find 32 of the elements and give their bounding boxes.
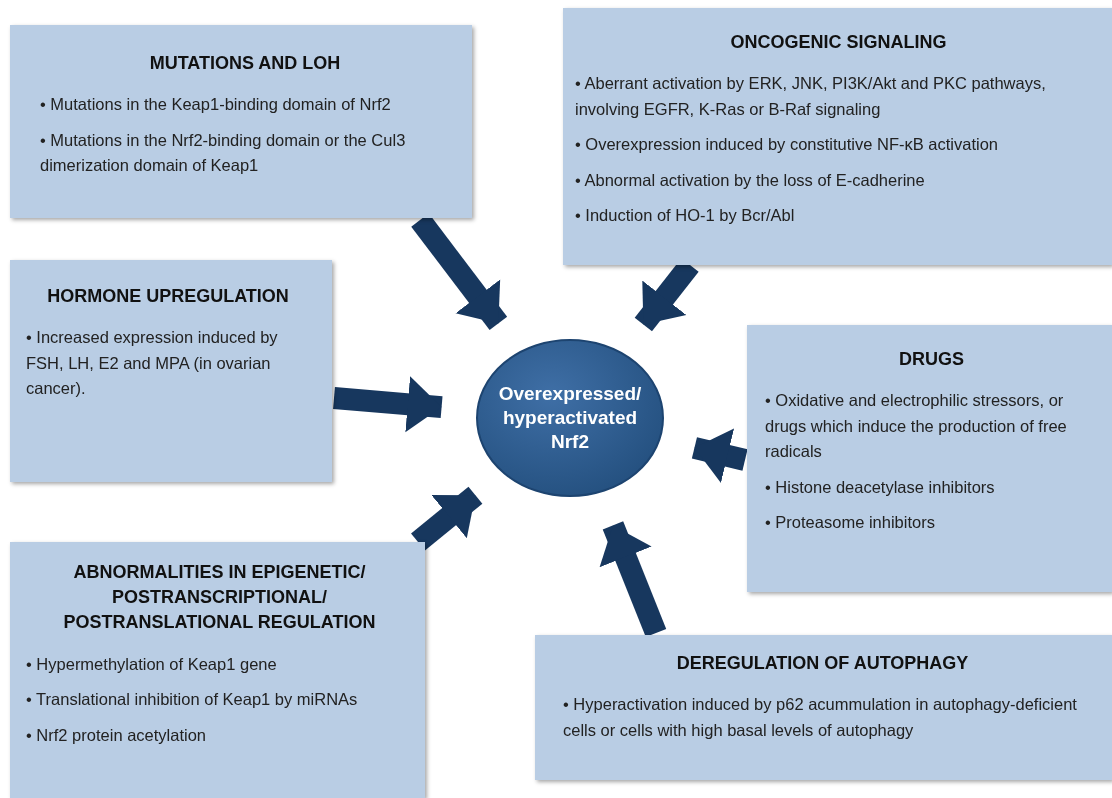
box-heading: DRUGS (898, 348, 965, 371)
bullet-text: • Hyperactivation induced by p62 acummulation in autophagy-deficient cells or cells with high basal levels of autophagy (563, 694, 1078, 741)
bullet-text: • Mutations in the Nrf2-binding domain or the Cul3 dimerization domain of Keap1 (40, 129, 407, 177)
category-box (747, 325, 1112, 592)
arrow (599, 521, 667, 638)
arrow (691, 428, 748, 483)
center-label: Overexpressed/ hyperactivated Nrf2 (497, 382, 643, 454)
box-heading: MUTATIONS AND LOH (148, 52, 342, 75)
arrow (333, 376, 443, 433)
bullet-text: • Oxidative and electrophilic stressors, or drugs which induce the production of free radicals (765, 390, 1068, 463)
bullet-text: • Proteasome inhibitors (765, 512, 936, 534)
bullet-text: • Aberrant activation by ERK, JNK, PI3K/Akt and PKC pathways, involving EGFR, K-Ras or B-Raf signaling (575, 73, 1047, 120)
category-box (10, 260, 332, 482)
category-box (563, 8, 1112, 265)
box-heading: DEREGULATION OF AUTOPHAGY (675, 652, 970, 675)
category-box (535, 635, 1112, 780)
box-heading: ABNORMALITIES IN EPIGENETIC/ POSTRANSCRIPTIONAL/ POSTRANSLATIONAL REGULATION (62, 561, 377, 635)
center-ellipse (475, 338, 665, 498)
box-heading: ONCOGENIC SIGNALING (729, 31, 948, 54)
bullet-text: • Translational inhibition of Keap1 by miRNAs (26, 689, 359, 711)
bullet-text: • Abnormal activation by the loss of E-cadherine (575, 169, 926, 191)
bullet-text: • Histone deacetylase inhibitors (765, 476, 996, 498)
bullet-text: • Hypermethylation of Keap1 gene (26, 653, 278, 675)
category-box (10, 25, 472, 218)
arrow (411, 486, 483, 551)
bullet-text: • Overexpression induced by constitutive NF-κB activation (575, 134, 1000, 156)
bullet-text: • Increased expression induced by FSH, LH, E2 and MPA (in ovarian cancer). (26, 327, 279, 400)
box-heading: HORMONE UPREGULATION (46, 285, 290, 308)
category-box (10, 542, 425, 798)
bullet-text: • Mutations in the Keap1-binding domain of Nrf2 (40, 94, 392, 116)
bullet-text: • Nrf2 protein acetylation (26, 724, 208, 746)
bullet-text: • Induction of HO-1 by Bcr/Abl (575, 205, 796, 227)
